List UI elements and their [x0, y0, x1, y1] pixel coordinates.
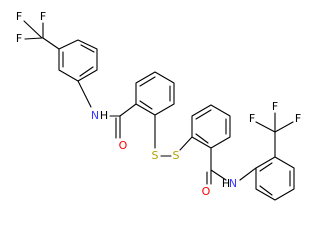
bond: [42, 37, 60, 50]
fluorine-atom: F: [295, 112, 301, 125]
fluorine-atom: F: [16, 32, 22, 45]
ring-outline: [255, 156, 295, 201]
double-bond: [80, 44, 95, 53]
oxygen-atom: O: [202, 185, 211, 198]
bond: [255, 121, 276, 133]
sulfur-atom: S: [152, 149, 159, 162]
bond: [239, 167, 257, 181]
ring-outline: [191, 104, 231, 149]
double-bond: [139, 100, 153, 110]
structure-svg: F F F N H O S S O: [16, 10, 301, 201]
double-bond: [259, 185, 273, 196]
bond: [24, 37, 43, 40]
hydrogen-atom: H: [100, 109, 108, 122]
ring-outline: [58, 39, 98, 82]
bond: [77, 80, 92, 108]
hydrogen-atom: H: [222, 177, 230, 190]
bond: [23, 20, 43, 39]
benzene-ring-top-left: [58, 39, 98, 82]
fluorine-atom: F: [16, 10, 22, 23]
molecule-diagram: F F F N H O S S O: [16, 10, 301, 201]
bond: [179, 136, 193, 151]
fluorine-atom: F: [272, 100, 278, 113]
double-bond: [195, 133, 209, 144]
cf3-group-bottom: F F F: [249, 100, 301, 158]
bond: [210, 169, 227, 181]
ring-outline: [135, 71, 175, 116]
double-bond: [79, 66, 94, 77]
double-bond: [139, 76, 156, 87]
fluorine-atom: F: [249, 112, 255, 125]
bond: [119, 103, 137, 117]
nitrogen-atom: N: [91, 109, 99, 122]
double-bond: [259, 162, 273, 172]
fluorine-atom: F: [40, 10, 46, 23]
benzene-ring-lower-middle: [191, 104, 231, 149]
benzene-ring-bottom-right: [255, 156, 295, 201]
sulfur-atom: S: [173, 149, 180, 162]
bond: [274, 121, 294, 133]
benzene-ring-upper-middle: [135, 71, 175, 116]
nitrogen-atom: N: [229, 177, 237, 190]
double-bond: [195, 109, 212, 120]
cf3-group-top: F F F: [16, 10, 60, 50]
oxygen-atom: O: [119, 139, 128, 152]
